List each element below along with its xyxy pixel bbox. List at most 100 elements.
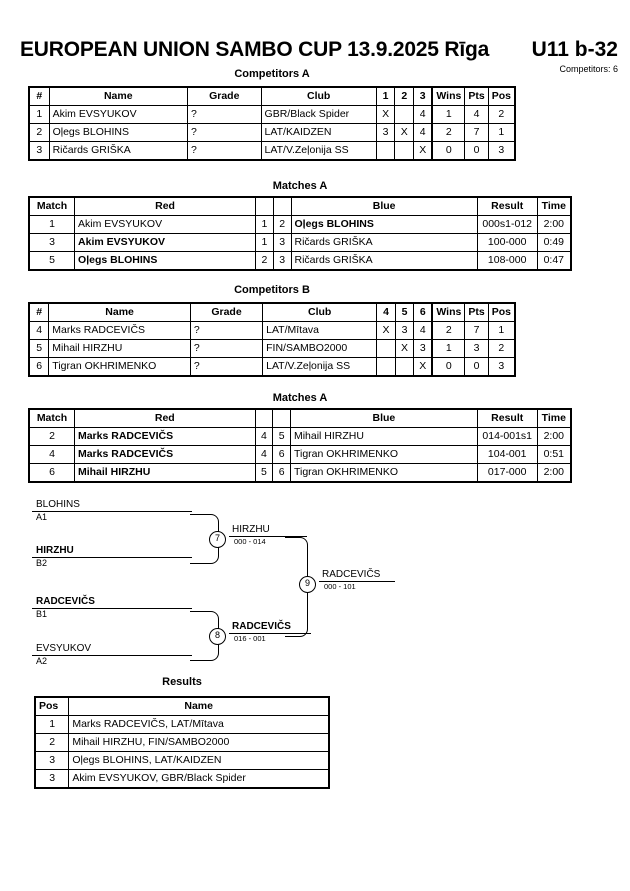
cell-red-competitor: Oļegs BLOHINS [74,251,257,271]
cell-result: 104-001 [476,445,538,464]
cell-red-seed: 4 [254,427,274,446]
bracket-winner-match-9: RADCEVIČS 000 - 101 [319,569,395,592]
cell-red-seed: 1 [255,233,274,252]
col-header-num: # [28,302,50,322]
cell-name: Mihail HIRZHU [48,339,191,358]
cell-pos: 3 [34,769,70,789]
cell-result: 000s1-012 [476,215,538,234]
cell-club: FIN/SAMBO2000 [262,339,378,358]
cell-grade: ? [186,123,262,142]
col-header-red: Red [73,408,256,428]
cell-name: Akim EVSYUKOV, GBR/Black Spider [68,769,330,789]
bracket-entrant-3: EVSYUKOV A2 [32,643,192,667]
cell-score-matrix: X [413,141,433,161]
bracket-entrant-0: BLOHINS A1 [32,499,192,523]
cell-red-competitor: Marks RADCEVIČS [73,427,256,446]
cell-pts: 0 [464,141,489,161]
bracket-winner-name: RADCEVIČS [319,569,395,582]
col-header-opponent-1: 1 [375,86,396,106]
col-header-result: Result [476,196,538,216]
caption-competitors-a: Competitors A [234,68,310,80]
col-header-match: Match [28,408,75,428]
cell-grade: ? [189,339,264,358]
col-header-red-num [254,408,274,428]
cell-match-number: 1 [28,215,76,234]
col-header-result: Result [476,408,538,428]
cell-score-matrix: 3 [375,123,396,142]
cell-score-matrix [376,357,396,377]
cell-club: LAT/KAIDZEN [260,123,377,142]
col-header-blue-num [272,196,292,216]
cell-name: Marks RADCEVIČS, LAT/Mītava [68,715,330,734]
cell-pos: 3 [487,357,516,377]
cell-pts: 7 [464,321,489,340]
cell-name: Akim EVSYUKOV [48,105,188,124]
bracket-entrant-seed: B1 [36,609,48,619]
col-header-name: Name [48,86,188,106]
cell-grade: ? [189,321,264,340]
cell-result: 108-000 [476,251,538,271]
cell-grade: ? [189,357,264,377]
bracket-entrant-name: RADCEVIČS [32,596,192,609]
cell-score-matrix: 4 [413,321,433,340]
caption-matches-a: Matches A [272,180,328,192]
cell-blue-competitor: Ričards GRIŠKA [290,251,478,271]
cell-pos: 1 [487,321,516,340]
cell-num: 4 [28,321,50,340]
col-header-blue: Blue [290,196,478,216]
cell-name: Mihail HIRZHU, FIN/SAMBO2000 [68,733,330,752]
cell-score-matrix [394,105,415,124]
bracket-entrant-2: RADCEVIČS B1 [32,596,192,620]
cell-wins: 1 [431,105,466,124]
cell-red-seed: 4 [254,445,274,464]
cell-blue-competitor: Tigran OKHRIMENKO [289,445,478,464]
cell-club: GBR/Black Spider [260,105,377,124]
bracket-entrant-seed: A1 [36,512,48,522]
cell-red-seed: 5 [254,463,274,483]
cell-score-matrix: 4 [413,105,433,124]
col-header-pts: Pts [464,86,489,106]
cell-red-competitor: Mihail HIRZHU [73,463,256,483]
cell-result: 014-001s1 [476,427,538,446]
bracket-winner-match-8: RADCEVIČS 016 - 001 [229,621,311,644]
cell-name: Marks RADCEVIČS [48,321,191,340]
col-header-time: Time [536,196,572,216]
cell-result: 100-000 [476,233,538,252]
cell-num: 2 [28,123,50,142]
col-header-red-num [255,196,274,216]
cell-wins: 0 [431,357,466,377]
cell-score-matrix [394,141,415,161]
bracket-node-8: 8 [209,628,226,645]
cell-score-matrix [375,141,396,161]
bracket-winner-name: RADCEVIČS [229,621,311,634]
col-header-time: Time [536,408,572,428]
bracket-entrant-seed: B2 [36,558,48,568]
caption-competitors-b: Competitors B [234,284,310,296]
caption-matches-b: Matches A [272,392,328,404]
cell-num: 3 [28,141,50,161]
cell-blue-seed: 6 [272,445,291,464]
cell-score-matrix: 3 [413,339,433,358]
caption-results: Results [162,676,202,688]
cell-match-number: 5 [28,251,76,271]
col-header-club: Club [262,302,378,322]
col-header-opponent-2: 2 [394,86,415,106]
cell-wins: 2 [431,321,466,340]
col-header-num: # [28,86,50,106]
cell-blue-seed: 3 [272,233,292,252]
bracket-entrant-name: EVSYUKOV [32,643,192,656]
cell-blue-competitor: Ričards GRIŠKA [290,233,478,252]
col-header-wins: Wins [431,302,466,322]
